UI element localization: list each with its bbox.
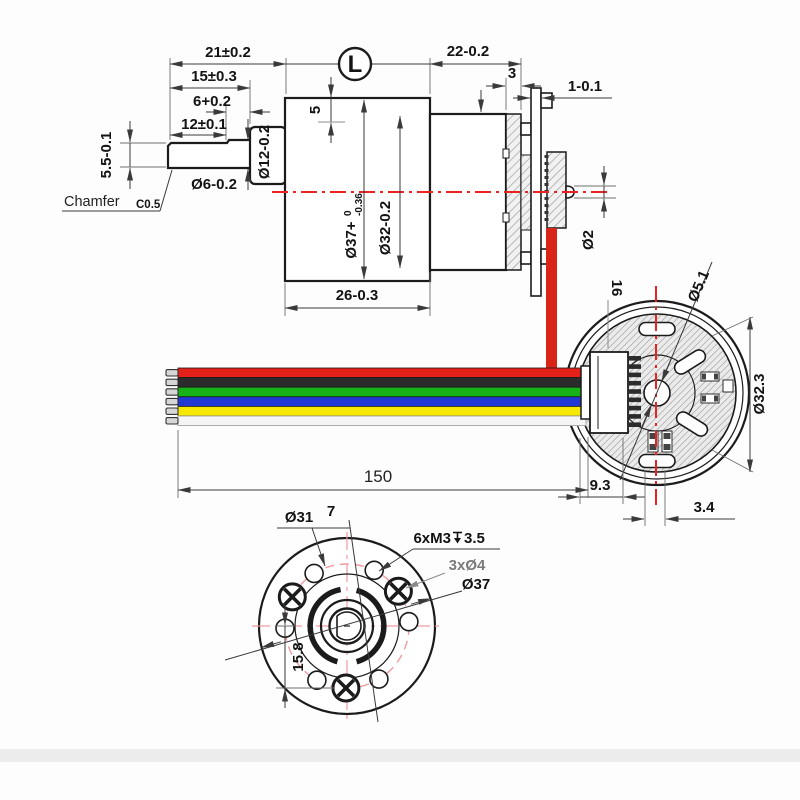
gearbox-dia-main: Ø37+ xyxy=(343,221,360,258)
dim-flat-height: 5.5-0.1 xyxy=(98,132,115,179)
dim-hole-dia: Ø5.1 xyxy=(685,268,713,305)
wire-black xyxy=(177,377,587,388)
connector-pins xyxy=(628,356,641,427)
dim-motor-length: 22-0.2 xyxy=(447,43,490,60)
dim-connector-height: 16 xyxy=(608,280,625,297)
dim-rear-shaft-dia: Ø2 xyxy=(580,230,597,250)
dim-overall-front: 21±0.2 xyxy=(205,44,251,61)
dim-boss-dia: Ø12-0.2 xyxy=(256,125,273,179)
side-view: L 21±0.2 15±0.3 6+0.2 12±0.1 5.5-0.1 Ø6-… xyxy=(62,43,616,370)
wire-yellow xyxy=(177,405,587,417)
dim-gearbox-length: 26-0.3 xyxy=(336,287,379,304)
datum-letter: L xyxy=(348,51,363,78)
magnet-disc xyxy=(546,151,567,229)
m3-tapped-holes xyxy=(275,560,419,691)
gearbox-dia-lower-tol: -0.36 xyxy=(354,193,365,216)
smd-components-bottom xyxy=(647,430,673,453)
dim-through-holes: 3xØ4 xyxy=(449,557,486,574)
chamfer-label: Chamfer xyxy=(64,194,120,210)
datum-symbol: L xyxy=(337,46,373,82)
wire-green xyxy=(177,386,587,398)
dim-connector-offset: 9.3 xyxy=(590,477,611,494)
terminal-tab xyxy=(520,251,532,265)
smd-components-right xyxy=(700,371,734,404)
dim-offset-5: 5 xyxy=(307,106,324,114)
vent-slot-upper-right xyxy=(673,349,707,375)
dim-pcb-dia: Ø32.3 xyxy=(751,374,768,415)
dimension-lines xyxy=(127,61,612,311)
vent-slot-lower-right xyxy=(675,411,709,437)
crescent-left xyxy=(307,586,342,665)
dim-shaft-length: 15±0.3 xyxy=(191,68,237,85)
wire-red xyxy=(177,367,587,379)
shaft-boss-ring xyxy=(319,598,375,654)
wire-terminals xyxy=(165,369,179,425)
dim-harness-length: 150 xyxy=(364,467,392,486)
gearbox-body xyxy=(283,96,432,283)
wire-blue xyxy=(177,396,587,407)
dim-flat-length: 12±0.1 xyxy=(181,116,227,133)
end-cap-notch xyxy=(502,212,510,223)
dim-bolt-circle: Ø31 xyxy=(285,509,313,526)
wire-harness xyxy=(165,351,641,434)
chamfer-value: C0.5 xyxy=(136,199,161,211)
power-wire-red xyxy=(546,228,557,370)
phillips-screws xyxy=(277,576,413,703)
pcb-clip xyxy=(540,92,553,109)
output-shaft xyxy=(166,138,254,170)
connector-housing xyxy=(589,351,629,434)
dim-slot-offset: 3.4 xyxy=(694,499,716,516)
front-face-view: Ø31 7 6xM3 3.5 3xØ4 Ø37 15.8 xyxy=(224,503,500,723)
depth-symbol-icon xyxy=(453,531,462,544)
connector-tab xyxy=(580,365,591,420)
dim-screw-distance: 15.8 xyxy=(290,642,307,671)
shaft-d-flat xyxy=(336,611,362,641)
gearbox-dia-upper-tol: 0 xyxy=(343,210,354,216)
terminal-tab xyxy=(520,122,532,136)
dim-tap-depth: 3.5 xyxy=(464,530,485,547)
dim-tapped-holes: 6xM3 xyxy=(413,530,451,547)
dim-cap-length: 3 xyxy=(508,65,516,82)
harness-length-dimension: 150 xyxy=(177,430,589,498)
dim-motor-dia: Ø32-0.2 xyxy=(377,201,394,255)
chamfer-leader xyxy=(159,169,173,212)
end-cap-notch xyxy=(502,148,510,159)
dim-shoulder: 6+0.2 xyxy=(193,93,231,110)
dim-shaft-dia: Ø6-0.2 xyxy=(191,176,237,193)
dim-pcb-thickness: 1-0.1 xyxy=(568,78,602,95)
dim-gearbox-dia: Ø37+ 0 -0.36 xyxy=(343,193,365,259)
bottom-edge-band xyxy=(0,749,800,762)
jst-connector xyxy=(580,351,641,434)
dim-step: 7 xyxy=(327,503,335,520)
dim-outer-dia: Ø37 xyxy=(462,576,490,593)
wire-white xyxy=(177,415,587,427)
